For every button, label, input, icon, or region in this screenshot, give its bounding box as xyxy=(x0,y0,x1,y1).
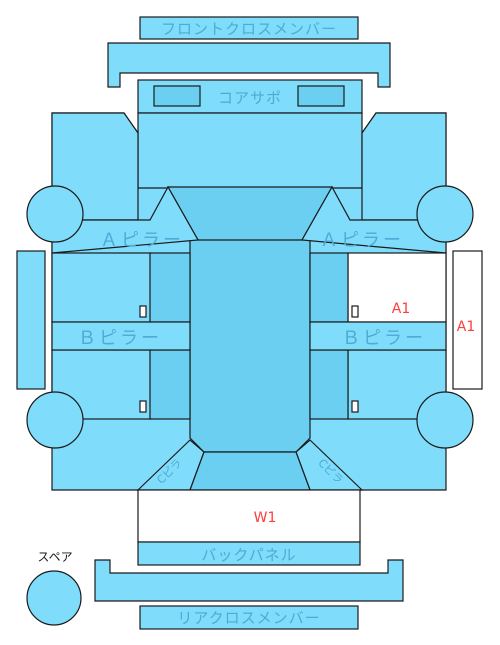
door-handle-left-front xyxy=(139,305,147,318)
damage-mark-a1-roof: A1 xyxy=(392,301,410,317)
trunk-lid[interactable] xyxy=(137,489,361,543)
damage-mark-w1-trunk: W1 xyxy=(254,510,277,526)
wheel-front-right[interactable] xyxy=(416,185,474,243)
front-door-left[interactable] xyxy=(51,252,153,323)
b-pillar-right[interactable]: Ｂピラー xyxy=(309,321,447,351)
rear-cross-member-label: リアクロスメンバー xyxy=(177,609,320,627)
side-skirt-right[interactable] xyxy=(452,250,483,390)
front-cross-member[interactable]: フロントクロスメンバー xyxy=(139,16,359,40)
sill-right-front xyxy=(309,252,349,323)
sill-right-rear xyxy=(309,349,349,420)
core-support-label: コアサポ xyxy=(218,89,282,107)
a-pillar-right[interactable]: Ａピラー xyxy=(301,185,447,254)
a-pillar-left-label: Ａピラー xyxy=(100,230,184,251)
rear-cross-member[interactable]: リアクロスメンバー xyxy=(139,605,359,630)
headlight-left xyxy=(153,85,201,107)
wheel-front-left[interactable] xyxy=(26,185,84,243)
front-door-right[interactable] xyxy=(347,252,447,323)
door-handle-right-front xyxy=(351,305,359,318)
a-pillar-right-label: Ａピラー xyxy=(320,230,404,251)
headlight-right xyxy=(297,85,345,107)
c-pillar-right[interactable]: Cピラ xyxy=(295,439,364,491)
sill-left-front xyxy=(149,252,191,323)
b-pillar-right-label: Ｂピラー xyxy=(342,328,426,349)
damage-mark-a1-side: A1 xyxy=(457,319,475,335)
wheel-rear-left[interactable] xyxy=(26,391,84,449)
door-handle-right-rear xyxy=(351,400,359,413)
spare-label: スペア xyxy=(37,550,72,564)
core-support[interactable]: コアサポ xyxy=(137,79,363,114)
hood[interactable] xyxy=(137,112,363,189)
sill-left-rear xyxy=(149,349,191,420)
b-pillar-left-label: Ｂピラー xyxy=(78,328,162,349)
door-handle-left-rear xyxy=(139,400,147,413)
rear-bumper[interactable] xyxy=(94,559,404,602)
front-cross-member-label: フロントクロスメンバー xyxy=(161,20,337,38)
a-pillar-left[interactable]: Ａピラー xyxy=(51,185,199,254)
back-panel-label: バックパネル xyxy=(201,546,296,564)
wheel-rear-right[interactable] xyxy=(416,391,474,449)
front-bumper[interactable] xyxy=(107,42,391,88)
b-pillar-left[interactable]: Ｂピラー xyxy=(51,321,191,351)
roof[interactable] xyxy=(167,186,333,453)
side-skirt-left[interactable] xyxy=(16,250,46,390)
rear-window xyxy=(189,451,311,491)
spare-tire[interactable]: スペア xyxy=(26,550,82,626)
back-panel[interactable]: バックパネル xyxy=(137,541,361,566)
